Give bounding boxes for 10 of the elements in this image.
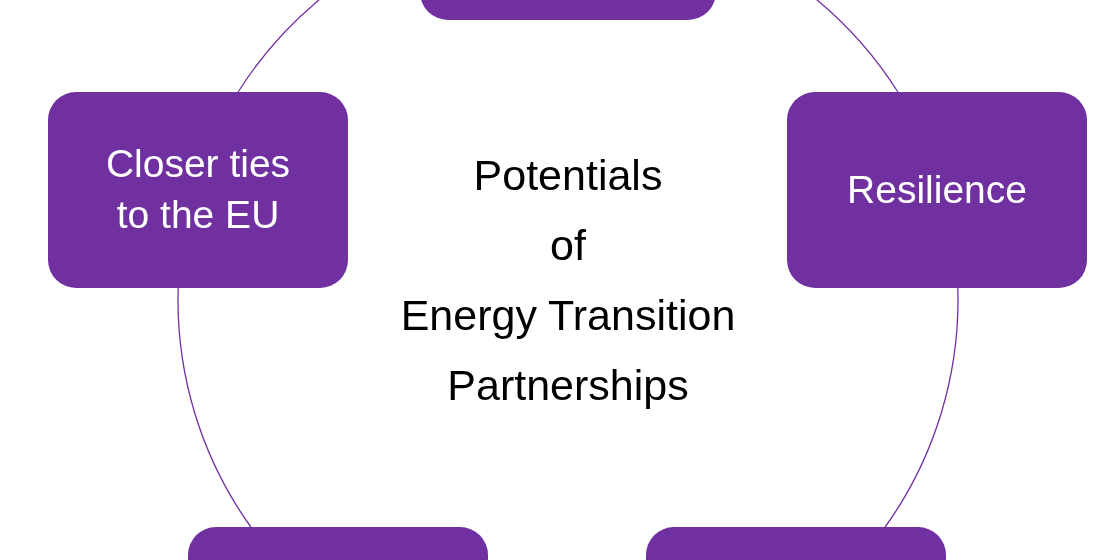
connector-arc — [884, 287, 959, 528]
rounded-box — [787, 92, 1087, 288]
center-title-line: Energy Transition — [400, 290, 736, 341]
center-title-line: Partnerships — [447, 360, 689, 411]
box-label: Resilience — [847, 166, 1027, 213]
center-title-line: of — [550, 220, 586, 271]
box-label: Closer ties to the EU — [104, 141, 292, 238]
center-title-line: Potentials — [473, 150, 663, 201]
rounded-box — [48, 92, 348, 288]
connector-arc — [177, 287, 252, 528]
